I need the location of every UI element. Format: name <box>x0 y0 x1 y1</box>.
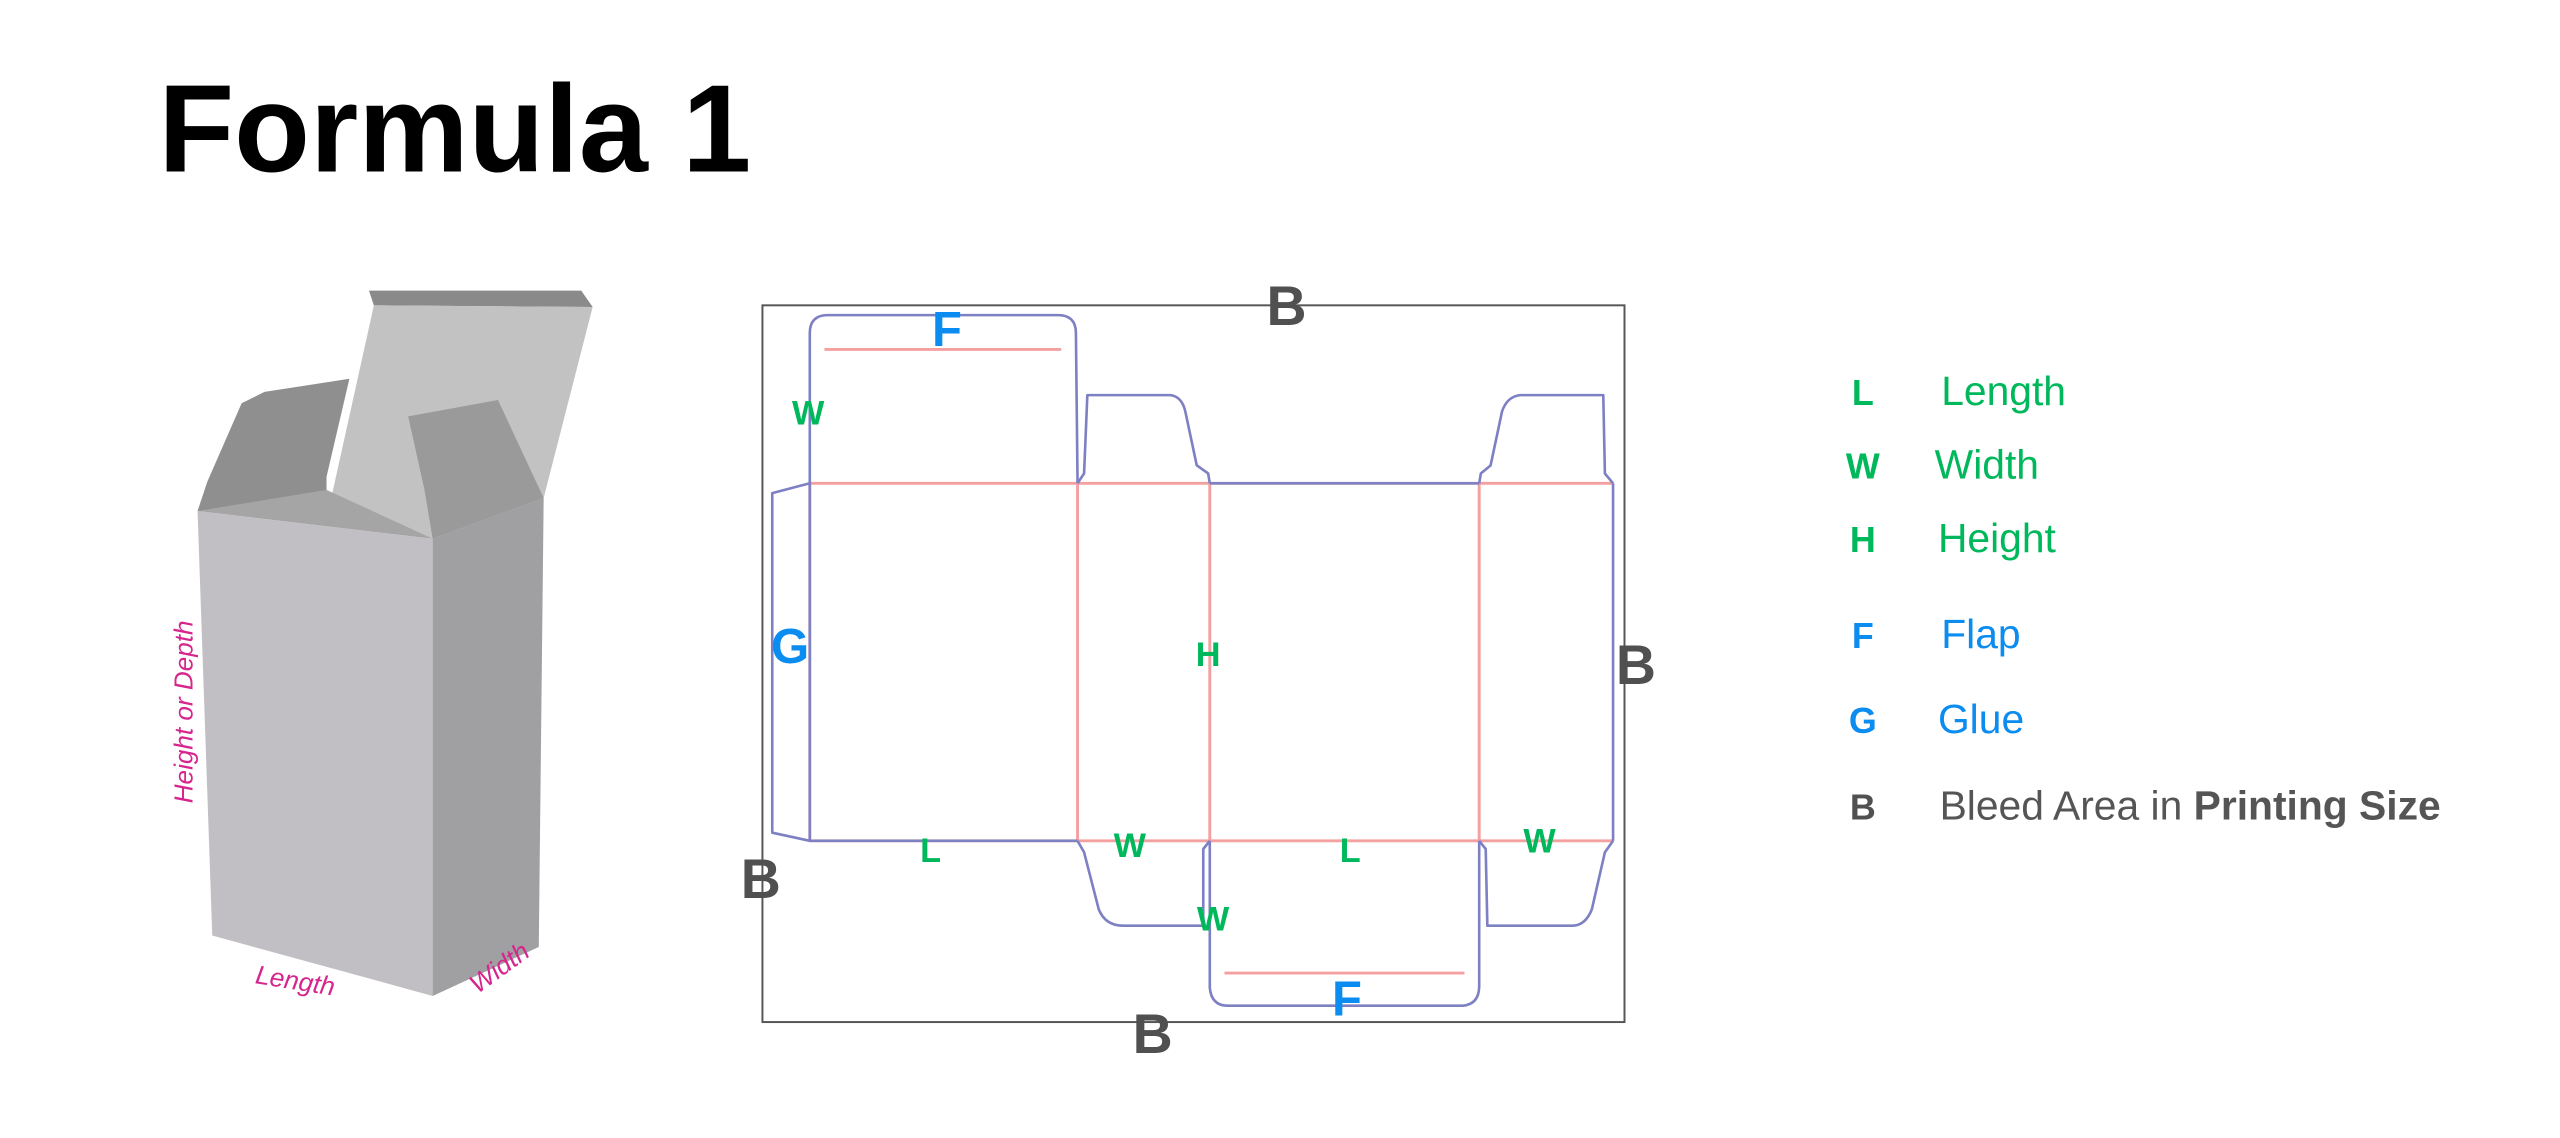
width-label: W <box>1523 822 1556 860</box>
top-dust-flap-right <box>1477 393 1615 485</box>
glue-flap <box>770 481 812 843</box>
legend-key-length: L <box>1852 372 1874 413</box>
legend-label-width: Width <box>1935 441 2039 487</box>
top-tuck-flap <box>808 313 1079 484</box>
box-front-face <box>197 511 433 996</box>
legend-label-glue: Glue <box>1938 696 2024 742</box>
left-flap <box>197 378 350 520</box>
legend-key-bleed: B <box>1850 787 1876 828</box>
width-label: W <box>792 395 825 433</box>
legend-label-bleed-regular: Bleed Area in <box>1940 783 2194 829</box>
width-label: W <box>1114 827 1147 865</box>
inner-top <box>197 489 433 539</box>
box-side-face <box>432 497 544 996</box>
dieline: B B B B F F G W H L W L W W <box>741 275 1656 1065</box>
legend-label-height: Height <box>1938 515 2057 561</box>
flap-label-bottom: F <box>1332 973 1362 1027</box>
legend-label-flap: Flap <box>1941 611 2020 657</box>
lid-edge <box>368 290 593 307</box>
page-title: Formula 1 <box>158 60 751 198</box>
legend-key-glue: G <box>1849 700 1877 741</box>
width-label: W <box>1197 901 1230 939</box>
box-illustration: Height or Depth Length Width <box>169 290 593 1002</box>
length-label: L <box>920 832 941 870</box>
right-flap <box>408 400 544 539</box>
length-label: L <box>1340 832 1361 870</box>
bleed-label-right: B <box>1616 634 1656 696</box>
legend-label-length: Length <box>1941 368 2066 414</box>
glue-label: G <box>771 620 809 674</box>
bottom-dust-flap-right <box>1478 840 1615 928</box>
legend-label-bleed-bold: Printing Size <box>2194 783 2441 829</box>
box-height-label: Height or Depth <box>169 620 199 803</box>
bleed-label-bottom: B <box>1133 1003 1173 1065</box>
legend-label-bleed: Bleed Area in Printing Size <box>1940 783 2441 829</box>
legend-key-height: H <box>1850 519 1876 560</box>
legend: L Length W Width H Height F Flap G Glue … <box>1846 368 2441 829</box>
legend-key-flap: F <box>1852 615 1874 656</box>
height-label: H <box>1196 636 1221 674</box>
bleed-label-left: B <box>741 848 781 910</box>
flap-label-top: F <box>932 303 962 357</box>
legend-key-width: W <box>1846 445 1880 486</box>
bottom-tuck-flap <box>1208 840 1481 1008</box>
top-dust-flap-left <box>1076 393 1212 485</box>
bleed-area-border <box>761 304 1626 1024</box>
bottom-dust-flap-left <box>1076 840 1211 928</box>
bleed-label-top: B <box>1266 275 1306 337</box>
